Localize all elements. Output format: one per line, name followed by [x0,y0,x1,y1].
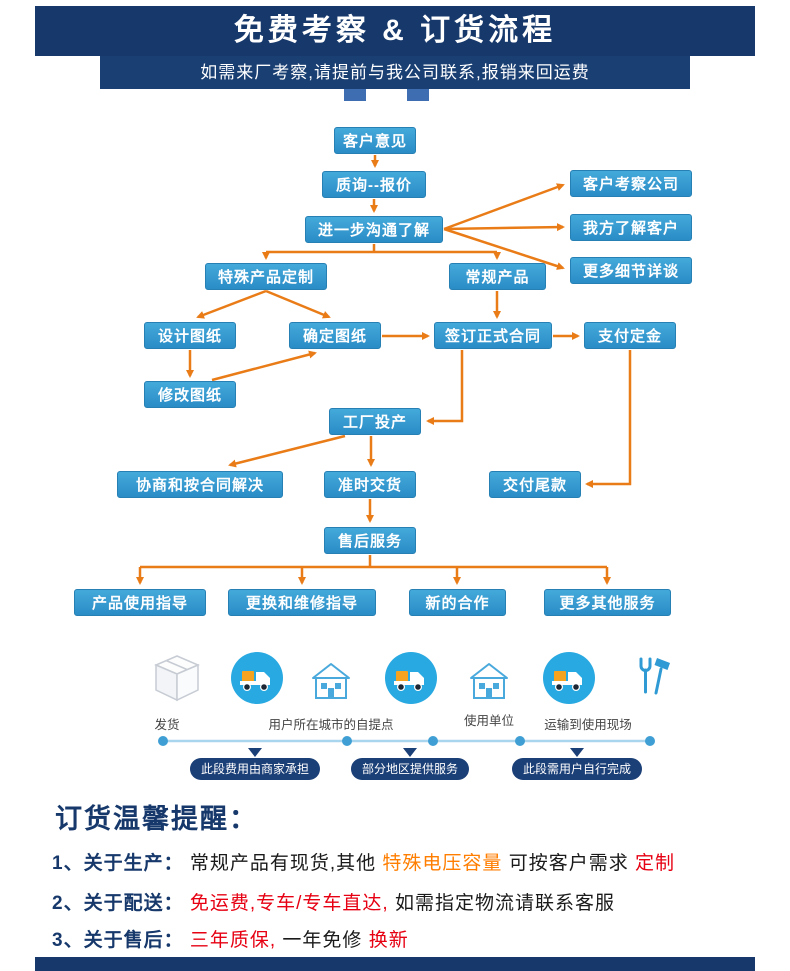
reminder-text: 如需指定物流请联系客服 [394,893,615,914]
banner-subtitle: 如需来厂考察,请提前与我公司联系,报销来回运费 [100,56,690,89]
flow-node-pay-deposit: 支付定金 [584,322,676,349]
reminder-highlight: 特殊电压容量 [382,853,503,874]
banner-deco-right [407,89,429,101]
reminder-text: 一年免修 [282,930,363,951]
flow-node-replacement-repair-guidance: 更换和维修指导 [228,589,376,616]
reminder-item-production: 1、关于生产： 常规产品有现货,其他 特殊电压容量 可按客户需求 定制 [52,848,675,875]
flow-node-confirm-drawing: 确定图纸 [289,322,381,349]
reminder-item-delivery: 2、关于配送： 免运费,专车/专车直达, 如需指定物流请联系客服 [52,888,615,915]
flow-node-we-know-customer: 我方了解客户 [570,214,692,241]
pill-merchant-cost: 此段费用由商家承担 [189,758,321,780]
flow-node-design-drawing: 设计图纸 [144,322,236,349]
pill-partial-service: 部分地区提供服务 [350,758,470,780]
flow-node-modify-drawing: 修改图纸 [144,381,236,408]
truck-icon [543,652,595,704]
banner-deco-left [344,89,366,101]
flow-node-new-cooperation: 新的合作 [409,589,506,616]
reminder-highlight: 免运费,专车/专车直达, [189,893,389,914]
step-label-pickup-point: 用户所在城市的自提点 [268,718,394,732]
flow-node-further-communication: 进一步沟通了解 [305,216,443,243]
reminder-highlight: 换新 [368,930,409,951]
flow-node-custom-product: 特殊产品定制 [205,263,327,290]
flow-node-inquiry-quote: 质询--报价 [322,171,426,198]
reminder-highlight: 定制 [635,853,676,874]
flow-node-usage-guidance: 产品使用指导 [74,589,206,616]
step-label-transport-to-site: 运输到使用现场 [544,718,632,732]
flow-node-on-time-delivery: 准时交货 [324,471,416,498]
reminder-text: 可按客户需求 [508,853,629,874]
house-icon [312,663,350,699]
reminder-text: 常规产品有现货,其他 [189,853,377,874]
flow-node-pay-balance: 交付尾款 [489,471,581,498]
pill-user-complete: 此段需用户自行完成 [511,758,643,780]
flow-node-more-services: 更多其他服务 [544,589,671,616]
reminder-lead: 3、关于售后： [52,930,184,951]
step-label-user-unit: 使用单位 [463,714,515,728]
truck-icon [231,652,283,704]
flow-node-sign-contract: 签订正式合同 [434,322,552,349]
house-icon [470,663,508,699]
reminder-highlight: 三年质保, [189,930,277,951]
flow-node-customer-visit-company: 客户考察公司 [570,170,692,197]
flow-node-more-details: 更多细节详谈 [570,257,692,284]
reminder-title: 订货温馨提醒： [55,804,258,834]
flow-node-customer-feedback: 客户意见 [334,127,416,154]
tools-icon [639,657,670,695]
package-icon [154,655,200,702]
reminder-lead: 2、关于配送： [52,893,184,914]
step-label-shipping: 发货 [154,718,180,732]
banner-title: 免费考察 & 订货流程 [35,6,755,56]
flow-node-after-sales-service: 售后服务 [324,527,416,554]
reminder-item-aftersales: 3、关于售后： 三年质保, 一年免修 换新 [52,925,409,952]
flow-node-regular-product: 常规产品 [449,263,546,290]
truck-icon [385,652,437,704]
flow-connectors [136,155,632,585]
flow-node-factory-production: 工厂投产 [329,408,421,435]
flow-node-negotiate-per-contract: 协商和按合同解决 [117,471,283,498]
reminder-lead: 1、关于生产： [52,853,184,874]
timeline [158,736,655,757]
bottom-bar [35,957,755,971]
